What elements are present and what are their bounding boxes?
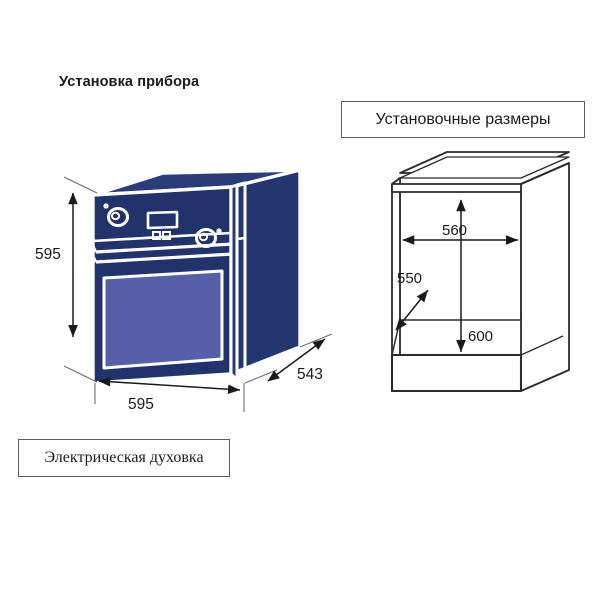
cabinet-corner-edge-right (520, 162, 570, 185)
page-title: Установка прибора (59, 74, 200, 90)
ext-line-depth-near (244, 369, 278, 384)
cabinet-plinth-panel (390, 353, 523, 393)
installation-dimensions-label: Установочные размеры (375, 110, 551, 128)
oven-display-button-right-icon (162, 231, 171, 240)
oven-handle-endcap-left (91, 245, 98, 253)
cabinet-right-panel (520, 162, 570, 392)
oven-handle-bottom (95, 252, 234, 264)
oven-right-indicator-light-icon (216, 228, 222, 234)
oven-left-indicator-light-icon (103, 203, 109, 209)
cabinet-top-rail-far-inner (399, 156, 570, 179)
dim-oven-depth-value: 543 (297, 366, 323, 383)
dim-niche-depth-value: 550 (397, 270, 422, 287)
dim-niche-height-value: 600 (468, 328, 493, 345)
dim-niche-width-value: 560 (442, 222, 467, 239)
oven-right-knob-center (198, 232, 209, 242)
cabinet-corner-edge-left (391, 177, 401, 185)
cabinet-top-rail-near (391, 183, 522, 193)
oven-side-face (229, 168, 302, 376)
installation-dimensions-label-box: Установочные размеры (341, 101, 585, 138)
oven-body-group (91, 168, 302, 385)
dim-oven-height-value: 595 (35, 246, 61, 263)
dim-oven-width-value: 595 (128, 396, 154, 413)
oven-left-knob-icon (107, 207, 129, 227)
ext-line-height-bottom (63, 365, 98, 383)
oven-display-button-left-icon (152, 231, 161, 240)
oven-display-icon (146, 210, 179, 230)
oven-dimension-lines: 595 595 543 (35, 176, 333, 413)
dimline-niche-depth (395, 289, 429, 331)
ext-line-height-top (63, 176, 98, 194)
oven-door-glass (102, 269, 224, 370)
cabinet-group (390, 151, 570, 393)
electric-oven-label-box: Электрическая духовка (18, 439, 230, 477)
cabinet-plinth-top-diagonal (520, 335, 564, 356)
electric-oven-label: Электрическая духовка (44, 449, 204, 466)
cabinet-plinth-side-edge (520, 369, 570, 392)
cabinet-dimension-lines: 560 550 600 (395, 199, 518, 352)
oven-right-knob-icon (195, 228, 217, 248)
dimline-oven-width (98, 376, 241, 395)
oven-left-knob-center (110, 211, 121, 221)
oven-handle-endcap-left2 (91, 255, 98, 263)
dimline-oven-depth (267, 338, 326, 382)
